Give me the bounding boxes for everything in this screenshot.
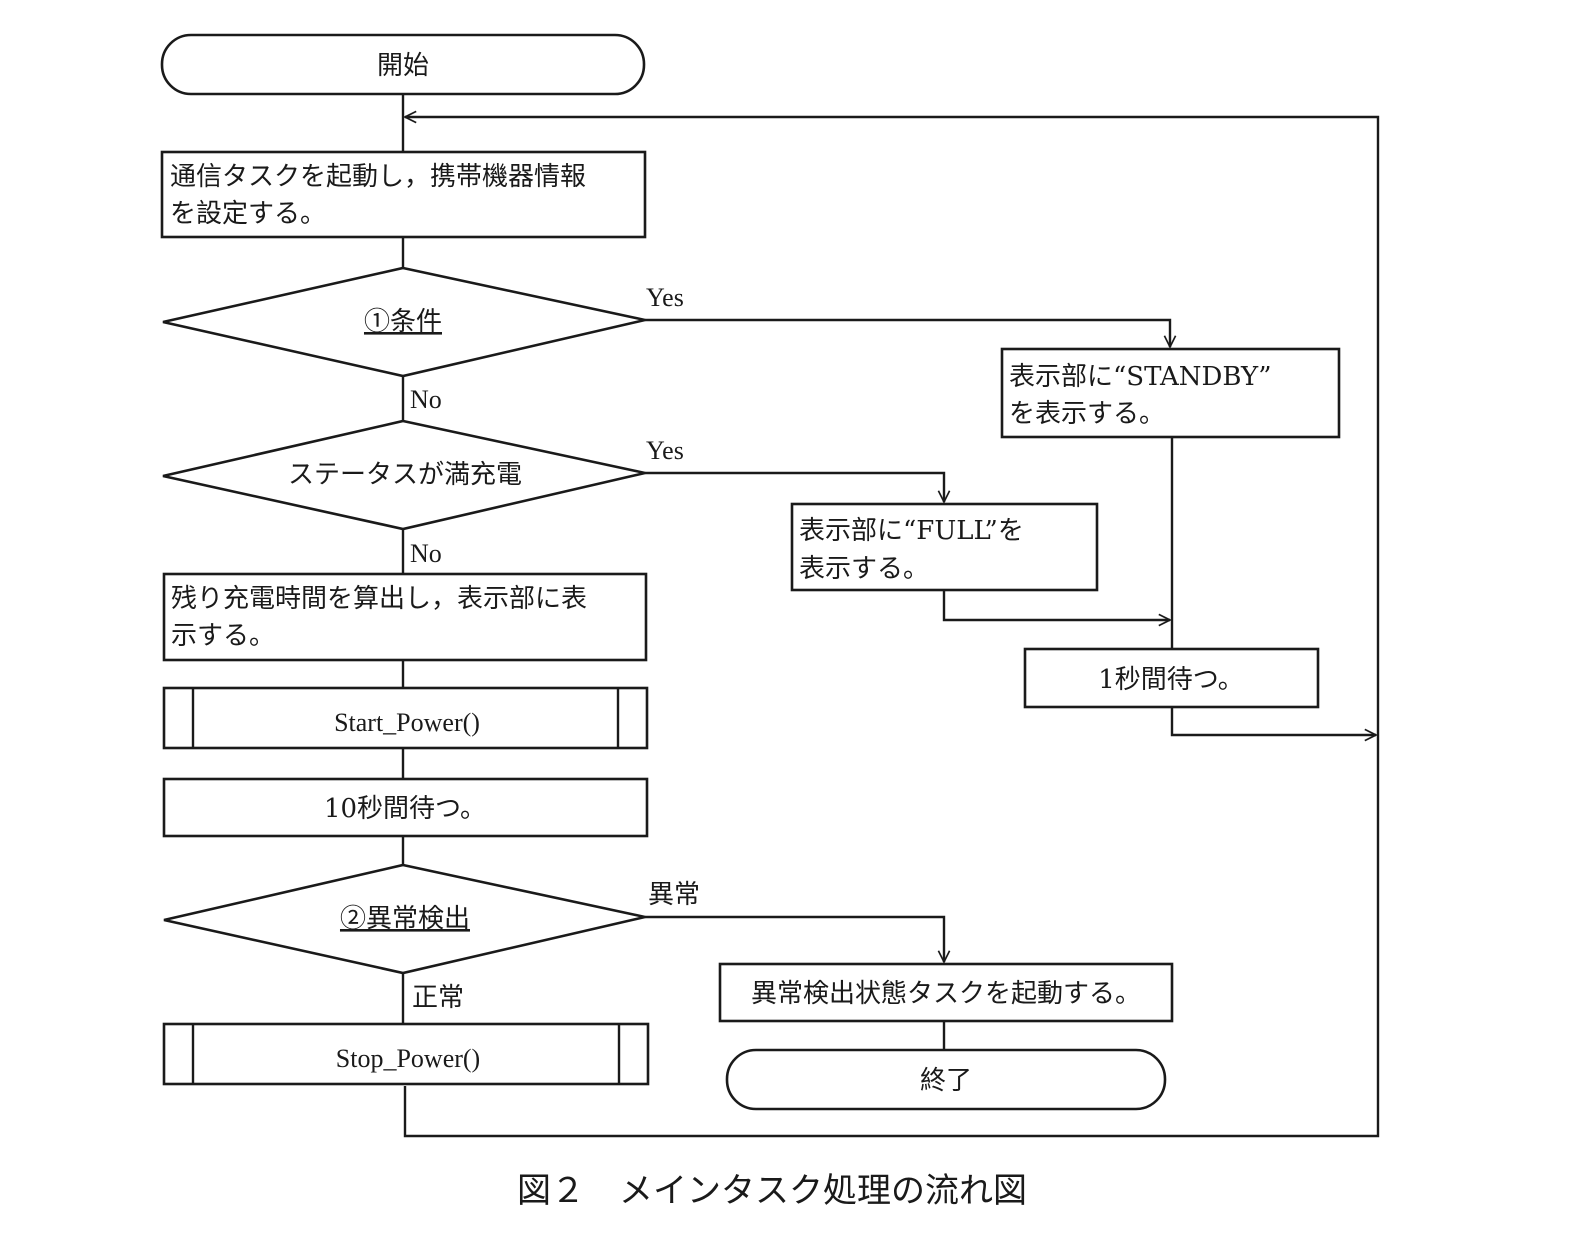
calc-text-line2: 示する。 [171, 621, 275, 651]
edge-full-merge [942, 590, 1170, 620]
condition2-label: ②異常検出 [340, 904, 470, 934]
cond2-normal-label: 正常 [412, 983, 464, 1013]
condition1-label: ①条件 [364, 307, 442, 337]
init-text-line1: 通信タスクを起動し，携帯機器情報 [170, 162, 586, 192]
edge-wait1-loop [1170, 707, 1376, 735]
status-no-label: No [410, 539, 442, 568]
end-terminal: 終了 [725, 1048, 1167, 1111]
edge-loop-back [405, 117, 1380, 1138]
cond1-no-label: No [410, 385, 442, 414]
start-terminal: 開始 [160, 33, 646, 96]
status-yes-label: Yes [646, 436, 684, 465]
cond1-yes-label: Yes [646, 283, 684, 312]
edge-cond2-abnormal [645, 915, 944, 962]
figure-caption: 図２ メインタスク処理の流れ図 [517, 1171, 1027, 1211]
connectors [401, 94, 1380, 1138]
edge-cond1-yes [645, 318, 1170, 347]
status-full-decision: ステータスが満充電 [162, 419, 646, 531]
wait-1s-label: 1秒間待つ。 [1098, 665, 1244, 695]
stop-power-subroutine: Stop_Power() [162, 1022, 650, 1086]
start-power-subroutine: Start_Power() [162, 686, 649, 750]
end-label: 終了 [920, 1066, 972, 1096]
init-process: 通信タスクを起動し，携帯機器情報 を設定する。 [160, 150, 647, 239]
standby-text-line1: 表示部に“STANDBY” [1009, 362, 1272, 392]
abnormal-task-label: 異常検出状態タスクを起動する。 [751, 979, 1141, 1009]
status-full-label: ステータスが満充電 [288, 460, 522, 490]
wait-1s-process: 1秒間待つ。 [1023, 647, 1320, 709]
condition1-decision: ①条件 [162, 266, 646, 378]
condition2-decision: ②異常検出 [163, 863, 646, 975]
edge-status-yes [645, 471, 944, 502]
wait-10s-label: 10秒間待つ。 [324, 794, 486, 824]
full-display-process: 表示部に“FULL”を 表示する。 [790, 502, 1099, 592]
wait-10s-process: 10秒間待つ。 [162, 777, 649, 838]
calc-text-line1: 残り充電時間を算出し，表示部に表 [171, 584, 587, 614]
init-text-line2: を設定する。 [170, 199, 326, 229]
full-text-line2: 表示する。 [799, 554, 929, 584]
start-power-label: Start_Power() [334, 708, 480, 737]
stop-power-label: Stop_Power() [336, 1044, 480, 1073]
full-text-line1: 表示部に“FULL”を [799, 516, 1024, 546]
abnormal-task-process: 異常検出状態タスクを起動する。 [718, 962, 1174, 1023]
standby-display-process: 表示部に“STANDBY” を表示する。 [1000, 347, 1341, 439]
calc-remaining-process: 残り充電時間を算出し，表示部に表 示する。 [162, 572, 648, 662]
standby-text-line2: を表示する。 [1009, 399, 1165, 429]
cond2-abnormal-label: 異常 [648, 880, 700, 910]
start-label: 開始 [377, 51, 429, 81]
